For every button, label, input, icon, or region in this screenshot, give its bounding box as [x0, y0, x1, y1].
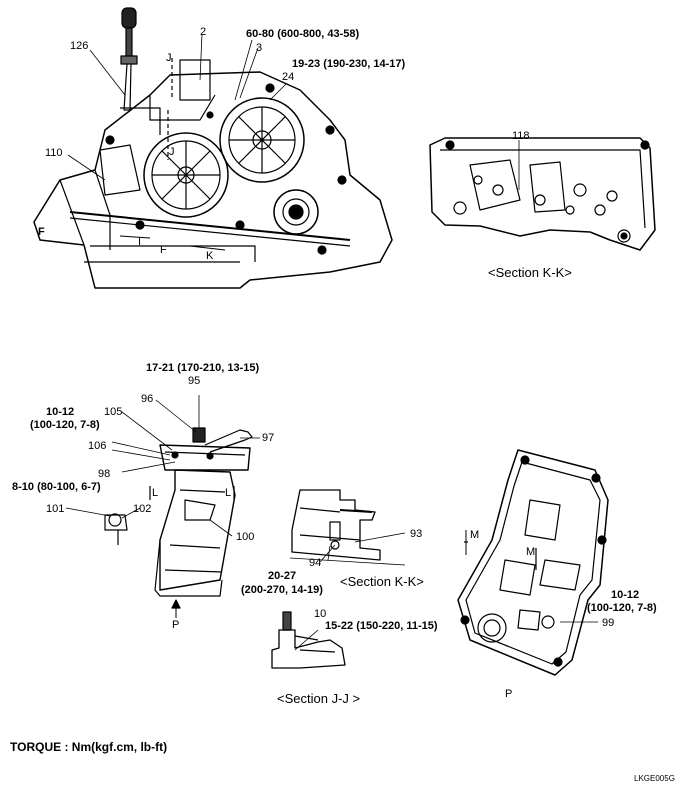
section-kk-top-drawing [429, 137, 656, 251]
caption-section-kk-middle: <Section K-K> [340, 574, 424, 589]
torque-15-22: 15-22 (150-220, 11-15) [325, 620, 438, 632]
callout-10: 10 [314, 608, 327, 620]
torque-8-10: 8-10 (80-100, 6-7) [12, 481, 101, 493]
callout-101: 101 [46, 503, 65, 515]
callout-102: 102 [133, 503, 152, 515]
section-mark-f-bottom: F [160, 244, 167, 256]
section-jj-drawing [271, 611, 346, 669]
callout-100: 100 [236, 531, 255, 543]
section-kk-middle-drawing [289, 489, 406, 566]
torque-20-27-line1: 20-27 [268, 570, 297, 582]
callout-99: 99 [602, 617, 615, 629]
torque-17-21: 17-21 (170-210, 13-15) [146, 362, 260, 374]
callout-2: 2 [200, 26, 207, 38]
torque-19-23: 19-23 (190-230, 14-17) [292, 58, 406, 70]
callout-97: 97 [262, 432, 275, 444]
view-p-label: P [505, 688, 513, 700]
callout-110: 110 [45, 147, 63, 159]
section-mark-f-left: F [38, 226, 45, 238]
torque-10-12-a-line2: (100-120, 7-8) [30, 419, 100, 431]
callout-126: 126 [70, 40, 89, 52]
caption-section-jj: <Section J-J > [277, 691, 361, 706]
drawing-code: LKGE005G [634, 774, 675, 783]
callout-105: 105 [104, 406, 123, 418]
section-mark-m-a: M [470, 529, 480, 541]
torque-10-12-a-line1: 10-12 [46, 406, 75, 418]
section-mark-m-b: M [526, 546, 536, 558]
section-mark-j-mid: J [169, 146, 175, 158]
leader-lines-top [67, 33, 287, 181]
view-arrow-p: P [172, 619, 180, 631]
transaxle-housing-drawing [33, 7, 393, 289]
callout-24: 24 [282, 71, 295, 83]
torque-20-27-line2: (200-270, 14-19) [241, 584, 323, 596]
callout-94: 94 [309, 557, 322, 569]
caption-section-kk-top: <Section K-K> [488, 265, 572, 280]
torque-60-80: 60-80 (600-800, 43-58) [246, 28, 360, 40]
callout-118: 118 [512, 130, 530, 142]
callout-93: 93 [410, 528, 423, 540]
section-mark-i-bottom: I [138, 236, 142, 248]
leader-lines-middle [65, 399, 260, 537]
valve-body-assembly-drawing [104, 395, 253, 618]
torque-10-12-b-line2: (100-120, 7-8) [587, 602, 657, 614]
section-mark-j-top: J [166, 52, 172, 64]
callout-95: 95 [188, 375, 201, 387]
torque-legend: TORQUE : Nm(kgf.cm, lb-ft) [10, 740, 168, 754]
callout-106: 106 [88, 440, 107, 452]
section-mark-l-b: L [225, 487, 232, 499]
callout-96: 96 [141, 393, 154, 405]
section-mark-k-bottom: K [206, 250, 214, 262]
torque-10-12-b-line1: 10-12 [611, 589, 640, 601]
view-p-valve-body-drawing [457, 449, 609, 676]
section-mark-l-a: L [152, 487, 159, 499]
callout-98: 98 [98, 468, 111, 480]
callout-3: 3 [256, 42, 263, 54]
